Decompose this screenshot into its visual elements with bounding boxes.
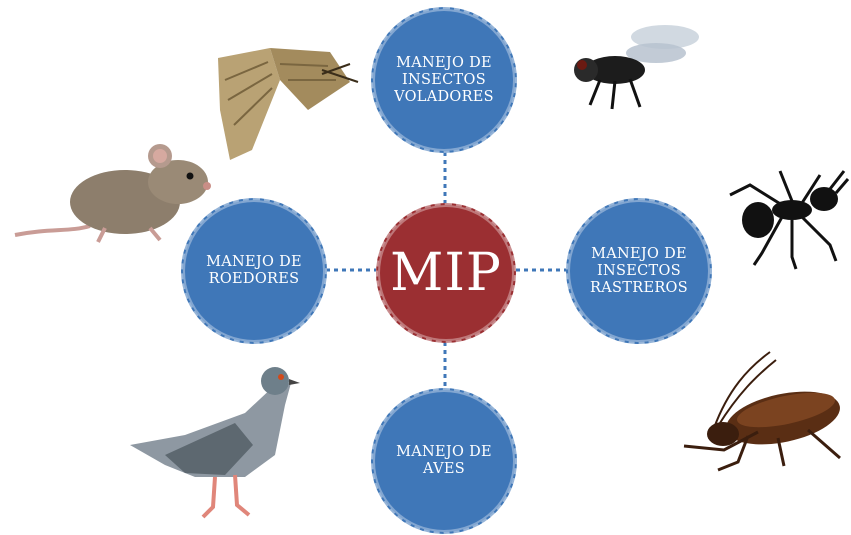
node-birds: MANEJO DE AVES (371, 388, 517, 534)
center-label: MIP (390, 245, 502, 301)
node-line: AVES (396, 461, 492, 478)
node-line: ROEDORES (206, 271, 302, 288)
node-label: MANEJO DE INSECTOS VOLADORES (394, 55, 494, 106)
node-line: MANEJO DE (396, 444, 492, 461)
node-line: INSECTOS (394, 72, 494, 89)
node-line: MANEJO DE (394, 55, 494, 72)
rat-image (10, 140, 215, 250)
node-label: MANEJO DE ROEDORES (206, 254, 302, 288)
node-line: INSECTOS (590, 263, 688, 280)
node-crawling-insects: MANEJO DE INSECTOS RASTREROS (566, 198, 712, 344)
center-node: MIP (376, 203, 516, 343)
node-line: VOLADORES (394, 89, 494, 106)
node-label: MANEJO DE AVES (396, 444, 492, 478)
fly-image (570, 15, 700, 115)
node-label: MANEJO DE INSECTOS RASTREROS (590, 246, 688, 297)
node-line: RASTREROS (590, 280, 688, 297)
pigeon-image (125, 365, 300, 525)
cockroach-image (678, 350, 848, 475)
moth-image (210, 40, 360, 170)
node-flying-insects: MANEJO DE INSECTOS VOLADORES (371, 7, 517, 153)
node-line: MANEJO DE (206, 254, 302, 271)
node-line: MANEJO DE (590, 246, 688, 263)
ant-image (720, 165, 850, 270)
